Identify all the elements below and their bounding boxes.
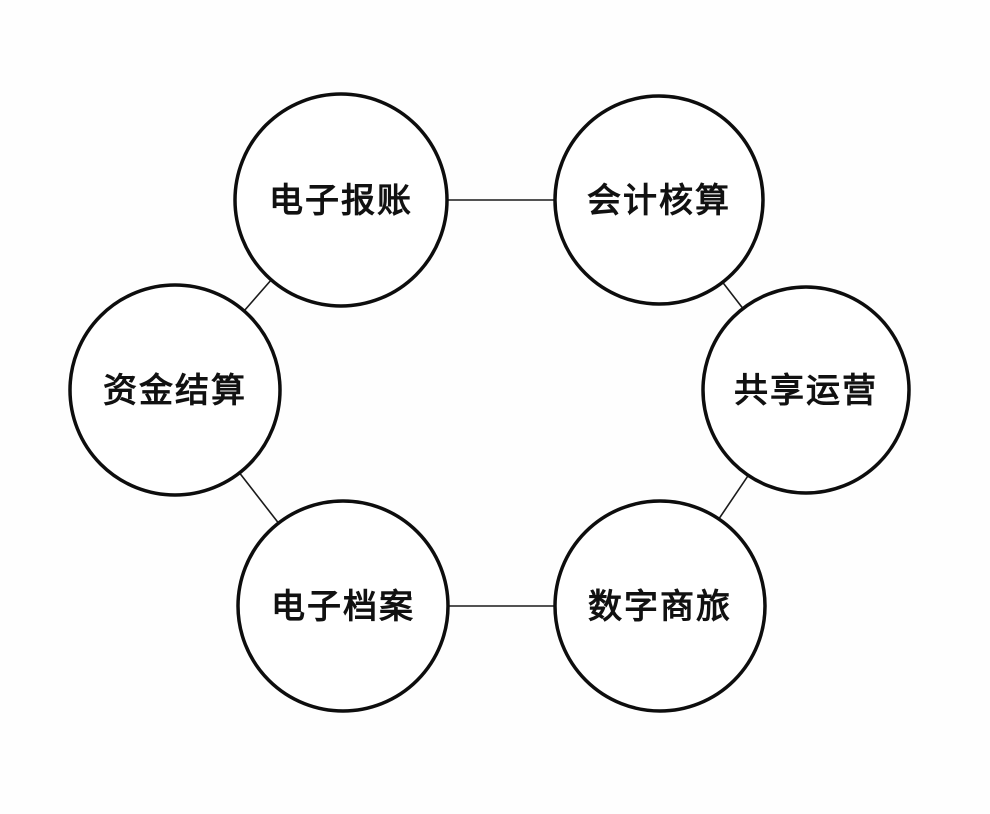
node-label-gongxiang-yunying: 共享运营 [734, 372, 878, 410]
diagram-node-dianzi-baozhang: 电子报账 [233, 92, 449, 308]
node-circle-dianzi-baozhang [233, 92, 449, 308]
node-circle-kuaiji-hesuan [553, 94, 765, 306]
node-circle-dianzi-dangan [236, 499, 450, 713]
diagram-node-zijin-jiesuan: 资金结算 [68, 283, 282, 497]
node-label-dianzi-baozhang: 电子报账 [269, 182, 413, 220]
node-label-zijin-jiesuan: 资金结算 [103, 371, 247, 410]
diagram-node-kuaiji-hesuan: 会计核算 [553, 94, 765, 306]
node-circle-zijin-jiesuan [68, 283, 282, 497]
node-label-kuaiji-hesuan: 会计核算 [587, 182, 731, 220]
diagram-node-shuzi-shanglv: 数字商旅 [553, 499, 767, 713]
node-circle-shuzi-shanglv [553, 499, 767, 713]
node-label-dianzi-dangan: 电子档案 [271, 588, 415, 626]
node-circle-gongxiang-yunying [701, 285, 911, 495]
node-label-shuzi-shanglv: 数字商旅 [588, 588, 732, 626]
diagram-node-gongxiang-yunying: 共享运营 [701, 285, 911, 495]
diagram-node-dianzi-dangan: 电子档案 [236, 499, 450, 713]
